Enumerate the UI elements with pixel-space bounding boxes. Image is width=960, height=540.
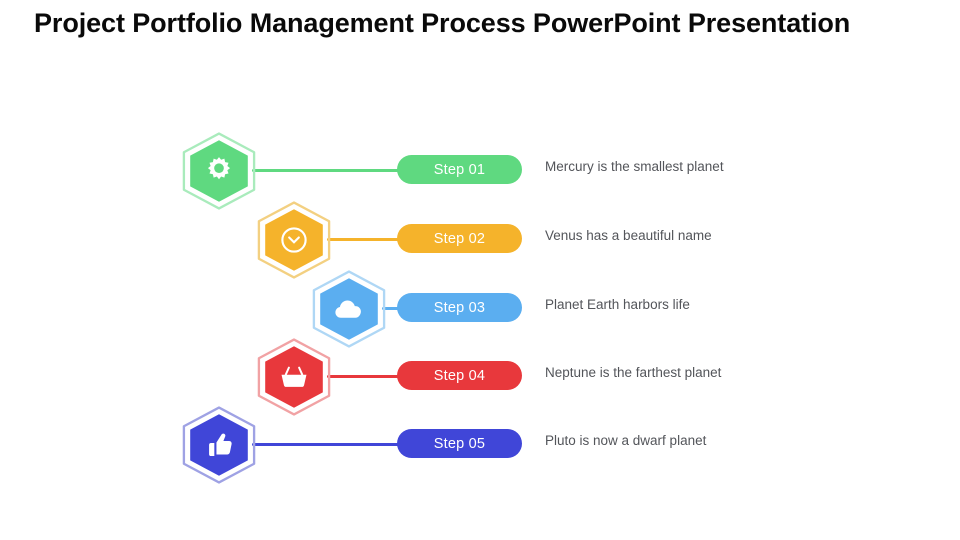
step-row: Step 02 Venus has a beautiful name	[0, 195, 960, 285]
step-label-pill[interactable]: Step 03	[397, 293, 522, 322]
step-label-pill[interactable]: Step 05	[397, 429, 522, 458]
step-connector-line	[382, 307, 405, 310]
step-label-pill[interactable]: Step 01	[397, 155, 522, 184]
hexagon-outline	[180, 132, 258, 210]
step-hexagon[interactable]	[310, 270, 388, 348]
step-row: Step 03 Planet Earth harbors life	[0, 264, 960, 354]
basket-icon	[262, 345, 326, 409]
page-title: Project Portfolio Management Process Pow…	[34, 8, 851, 38]
hexagon-fill	[262, 208, 326, 272]
step-connector-line	[252, 169, 405, 172]
step-label-text: Step 02	[433, 230, 486, 247]
step-label-pill[interactable]: Step 04	[397, 361, 522, 390]
step-label-text: Step 03	[433, 299, 486, 316]
step-label-text: Step 05	[433, 435, 486, 452]
step-connector-line	[252, 443, 405, 446]
hexagon-outline	[255, 201, 333, 279]
step-description: Venus has a beautiful name	[545, 228, 712, 243]
step-description: Neptune is the farthest planet	[545, 365, 722, 380]
step-label-pill[interactable]: Step 02	[397, 224, 522, 253]
gear-icon	[187, 139, 251, 203]
step-hexagon[interactable]	[180, 132, 258, 210]
hexagon-outline	[310, 270, 388, 348]
thumbs-up-icon	[187, 413, 251, 477]
step-hexagon[interactable]	[255, 201, 333, 279]
step-description: Mercury is the smallest planet	[545, 159, 724, 174]
step-description: Pluto is now a dwarf planet	[545, 433, 707, 448]
step-description: Planet Earth harbors life	[545, 297, 690, 312]
step-label-text: Step 04	[433, 367, 486, 384]
step-connector-line	[327, 238, 405, 241]
hexagon-outline	[255, 338, 333, 416]
cloud-icon	[317, 277, 381, 341]
step-row: Step 05 Pluto is now a dwarf planet	[0, 400, 960, 490]
step-label-text: Step 01	[433, 161, 486, 178]
step-hexagon[interactable]	[255, 338, 333, 416]
step-row: Step 01 Mercury is the smallest planet	[0, 126, 960, 216]
step-row: Step 04 Neptune is the farthest planet	[0, 332, 960, 422]
step-connector-line	[327, 375, 405, 378]
hexagon-outline	[180, 406, 258, 484]
clock-icon	[262, 208, 326, 272]
step-hexagon[interactable]	[180, 406, 258, 484]
